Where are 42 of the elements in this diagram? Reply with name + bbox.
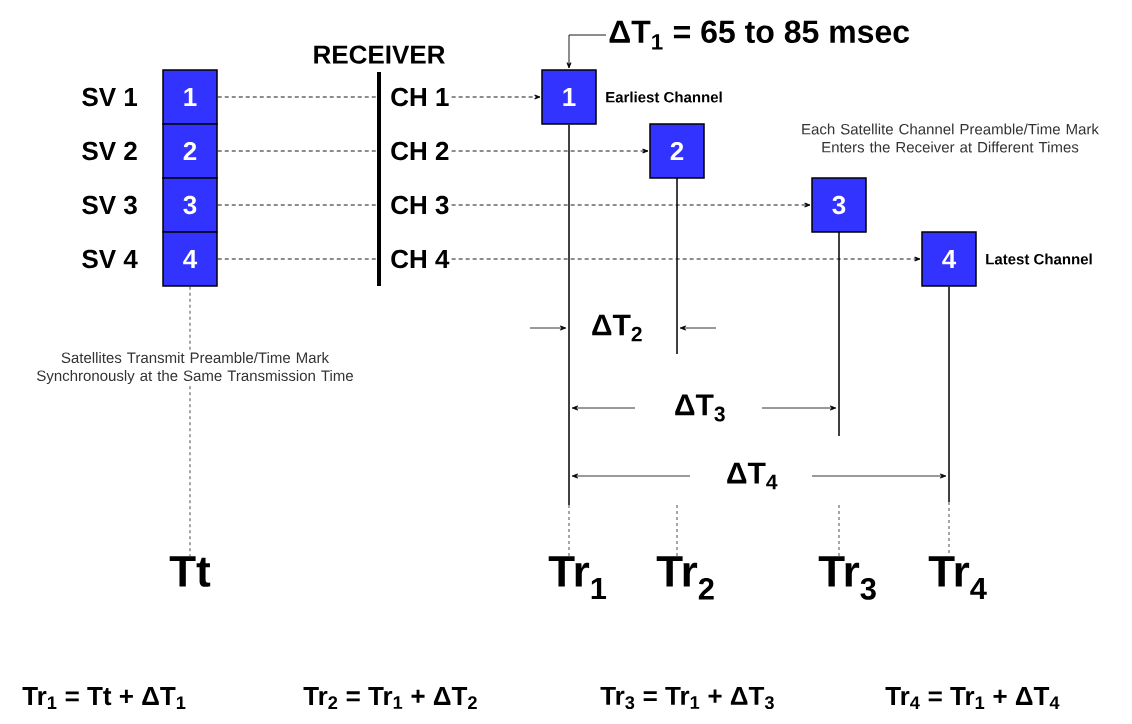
- numbered-box: 3: [162, 177, 218, 233]
- channel-label: CH 4: [391, 249, 450, 269]
- time-label: Tt: [169, 556, 211, 587]
- equation: Tr$_{4}$ = Tr$_{1}$ + ΔT$_{4}$: [885, 687, 1060, 709]
- satellite-label: SV 4: [82, 249, 138, 269]
- time-label: Tr$_{1}$: [548, 556, 607, 600]
- arrow: [566, 34, 607, 69]
- arrow: [568, 124, 570, 557]
- time-label: Tr$_{2}$: [656, 556, 714, 600]
- channel-note: Earliest Channel: [606, 91, 722, 103]
- time-label: Tr$_{4}$: [928, 556, 987, 600]
- equation: Tr$_{2}$ = Tr$_{1}$ + ΔT$_{2}$: [303, 687, 477, 709]
- satellite-label: SV 2: [82, 141, 137, 161]
- arrow: [451, 94, 541, 100]
- dotted-line: [676, 504, 678, 557]
- numbered-box: 2: [162, 123, 218, 179]
- arrow: [451, 256, 921, 262]
- equation: Tr$_{3}$ = Tr$_{1}$ + ΔT$_{3}$: [600, 686, 774, 710]
- numbered-box: 3: [811, 177, 867, 233]
- note-text: Satellites Transmit Preamble/Time Mark Synchronously at the Same Transmission Time: [37, 352, 353, 384]
- arrow: [451, 202, 811, 208]
- arrow: [451, 148, 649, 154]
- equation: Tr$_{1}$ = Tt + ΔT$_{1}$: [22, 687, 186, 709]
- channel-label: CH 3: [391, 195, 449, 215]
- interval-label: ΔT$_{4}$: [727, 462, 778, 490]
- interval-label: ΔT$_{3}$: [675, 394, 725, 422]
- delay-label: ΔT$_{1}$ = 65 to 85 msec: [609, 20, 910, 50]
- numbered-box: 2: [649, 123, 705, 179]
- satellite-label: SV 3: [82, 195, 137, 215]
- channel-note: Latest Channel: [986, 253, 1092, 265]
- dotted-line: [838, 504, 840, 557]
- numbered-box: 4: [921, 231, 977, 287]
- numbered-box: 4: [162, 231, 218, 287]
- channel-label: CH 1: [391, 87, 449, 107]
- time-label: Tr$_{3}$: [818, 556, 876, 600]
- numbered-box: 1: [162, 69, 218, 125]
- interval-label: ΔT$_{2}$: [592, 314, 642, 342]
- node-label: RECEIVER: [314, 45, 445, 64]
- numbered-box: 1: [541, 69, 597, 125]
- note-text: Each Satellite Channel Preamble/Time Mark Enters the Receiver at Different Times: [802, 123, 1099, 153]
- satellite-label: SV 1: [82, 87, 138, 107]
- channel-label: CH 2: [391, 141, 449, 161]
